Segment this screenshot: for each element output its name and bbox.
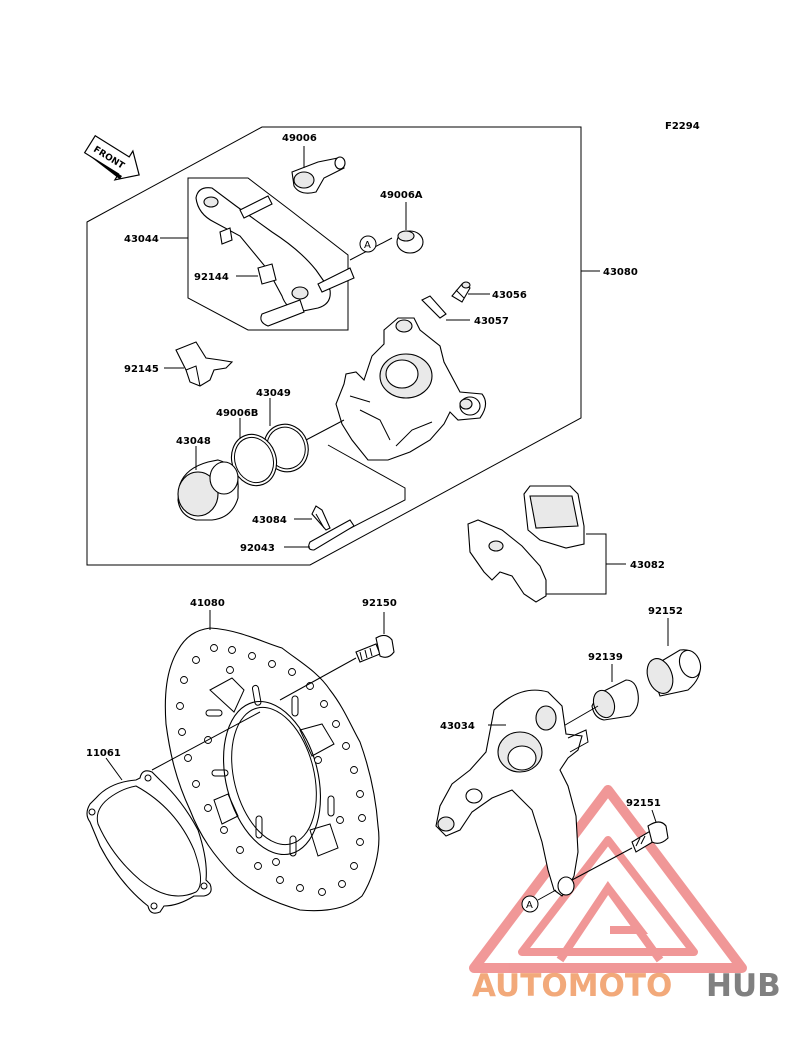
label-49006: 49006	[282, 133, 317, 144]
part-92043-pin	[308, 519, 355, 551]
ref-marker-bottom	[521, 895, 539, 913]
collar-axis-line	[559, 705, 599, 729]
part-49006-sleeve	[291, 156, 346, 194]
watermark-text: AUTOMOTO HUB	[472, 968, 781, 1004]
caliper-body	[335, 317, 487, 461]
part-92139-collar	[591, 679, 639, 721]
label-11061: 11061	[86, 748, 121, 759]
ref-marker-top-label: A	[364, 240, 371, 251]
watermark-part2: HUB	[706, 968, 781, 1004]
pin-subbox	[311, 444, 406, 549]
diagram-code: F2294	[665, 121, 700, 132]
label-43080: 43080	[603, 267, 638, 278]
label-43044: 43044	[124, 234, 159, 245]
bracket-subbox	[187, 177, 349, 331]
bolt-axis-line	[279, 657, 357, 701]
leader-92151	[651, 809, 657, 823]
part-92144-clip	[257, 263, 277, 285]
part-43056-bleeder	[451, 281, 471, 303]
part-92150-bolt	[355, 634, 395, 663]
part-92152-collar	[646, 649, 702, 697]
label-43084: 43084	[252, 515, 287, 526]
label-92152: 92152	[648, 606, 683, 617]
part-43084-cotter-pin	[311, 505, 331, 531]
label-43049: 43049	[256, 388, 291, 399]
front-arrow-icon: FRONT	[83, 134, 140, 181]
label-92139: 92139	[588, 652, 623, 663]
watermark-part1: AUTOMOTO	[472, 968, 672, 1004]
leader-11061	[105, 757, 123, 781]
label-92150: 92150	[362, 598, 397, 609]
ref-line-bottom	[537, 889, 557, 901]
part-41080-brake-disc	[164, 627, 380, 912]
label-92145: 92145	[124, 364, 159, 375]
label-49006A: 49006A	[380, 190, 423, 201]
label-49006B: 49006B	[216, 408, 258, 419]
ref-marker-top	[359, 235, 377, 253]
label-92144: 92144	[194, 272, 229, 283]
part-43057-cap	[421, 295, 447, 319]
part-43034-caliper-bracket	[435, 689, 589, 897]
part-92151-bolt	[631, 821, 669, 853]
label-43056: 43056	[492, 290, 527, 301]
caliper-assembly-box	[86, 126, 582, 566]
label-92043: 92043	[240, 543, 275, 554]
part-43044-bracket	[195, 187, 355, 327]
label-43057: 43057	[474, 316, 509, 327]
part-43048-piston	[177, 459, 239, 521]
part-11061-gasket	[86, 770, 212, 914]
bolt-92151-axis	[571, 847, 633, 881]
part-43082-pad-front	[523, 485, 585, 549]
label-41080: 41080	[190, 598, 225, 609]
label-43034: 43034	[440, 721, 475, 732]
piston-axis-line	[305, 419, 345, 441]
part-49006A-boot	[396, 230, 424, 254]
part-92145-pad-spring	[175, 341, 234, 387]
gasket-axis-line	[151, 711, 261, 771]
ref-marker-bottom-label: A	[526, 900, 533, 911]
label-92151: 92151	[626, 798, 661, 809]
part-43082-pad-rear	[467, 519, 547, 603]
watermark-logo	[469, 785, 747, 973]
label-43082: 43082	[630, 560, 665, 571]
label-43048: 43048	[176, 436, 211, 447]
